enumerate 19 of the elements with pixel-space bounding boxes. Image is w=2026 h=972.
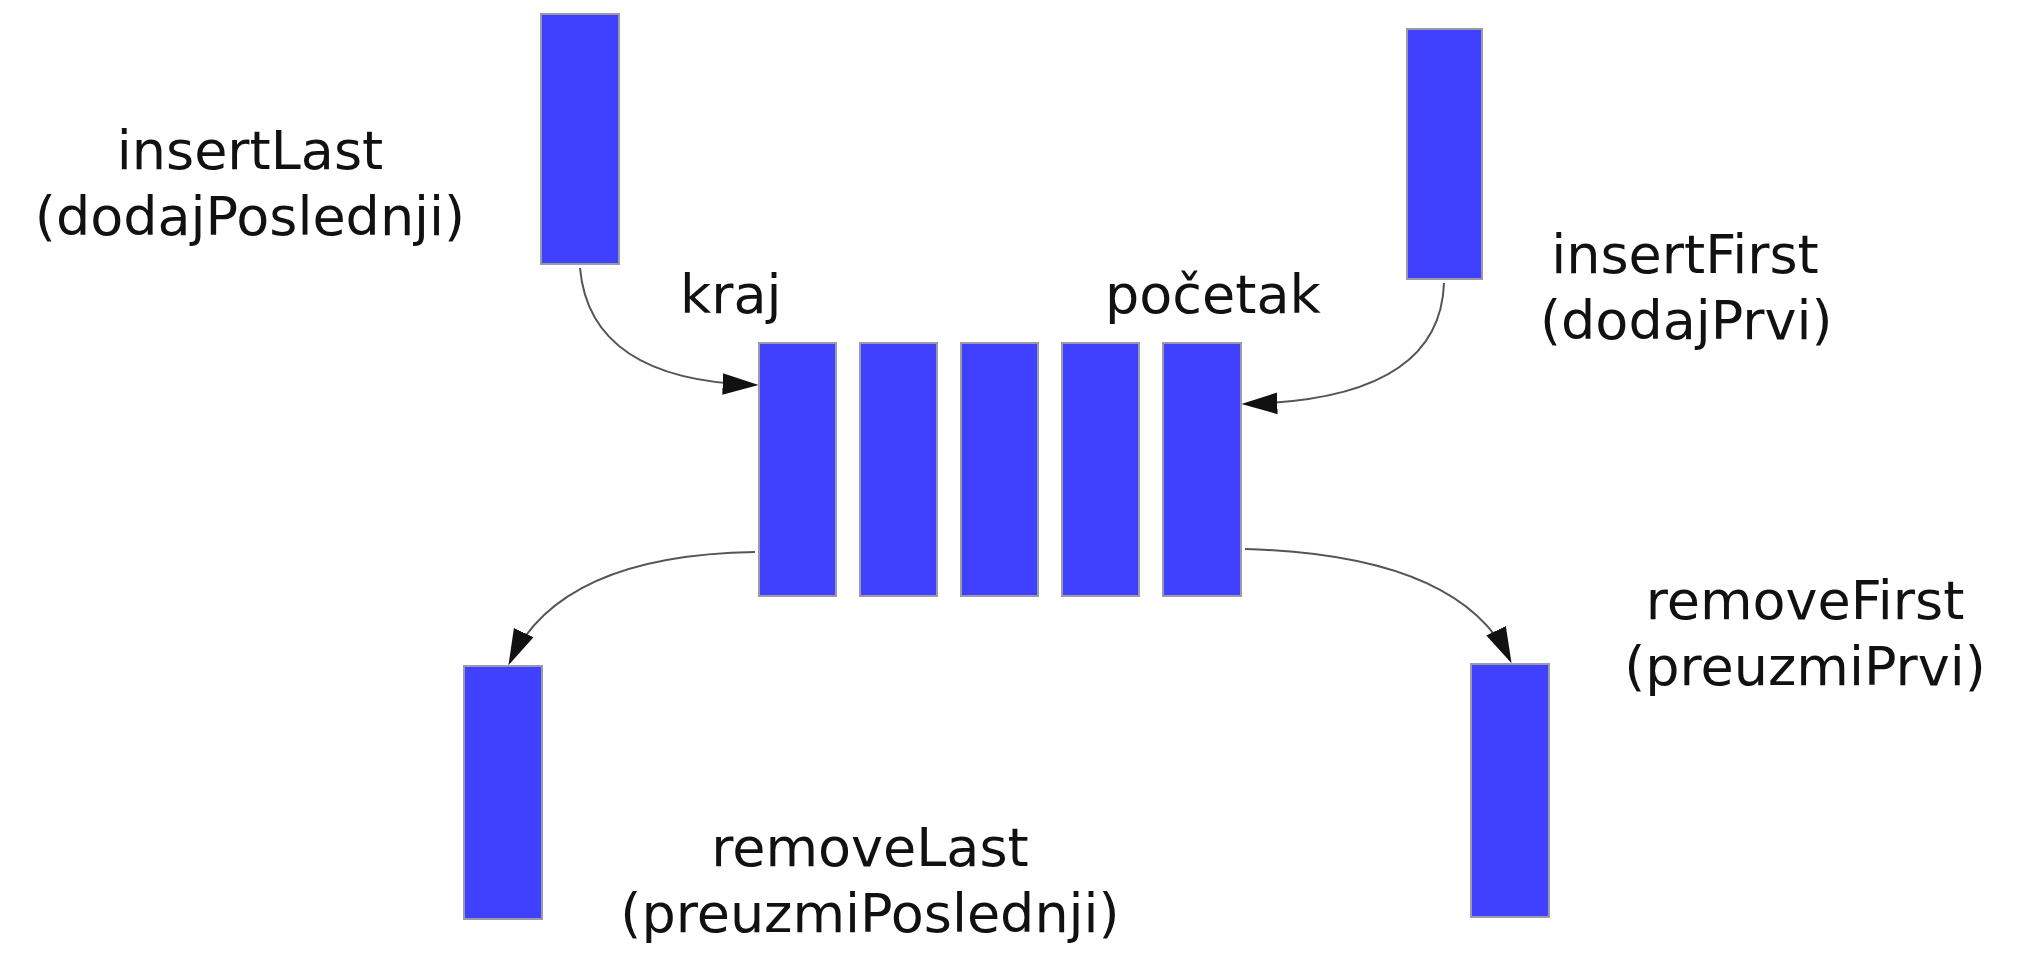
operation-label: removeLast (preuzmiPoslednji) [619,815,1121,947]
deque-element-bar [859,342,938,597]
curved-arrow [508,551,756,666]
operation-label: insertFirst (dodajPrvi) [1540,222,1830,354]
end-label: kraj [680,262,782,328]
curved-arrow [1244,548,1512,664]
deque-element-bar [540,13,620,265]
deque-element-bar [758,342,837,597]
end-label: početak [1105,262,1321,328]
curved-arrow [579,267,759,394]
operation-label: removeFirst (preuzmiPrvi) [1623,568,1987,700]
deque-element-bar [960,342,1039,597]
deque-element-bar [1162,342,1242,597]
operation-label: insertLast (dodajPoslednji) [33,118,467,250]
deque-element-bar [1470,663,1550,918]
deque-element-bar [1406,28,1483,280]
deque-element-bar [1061,342,1140,597]
deque-element-bar [463,665,543,920]
curved-arrow [1241,282,1445,414]
